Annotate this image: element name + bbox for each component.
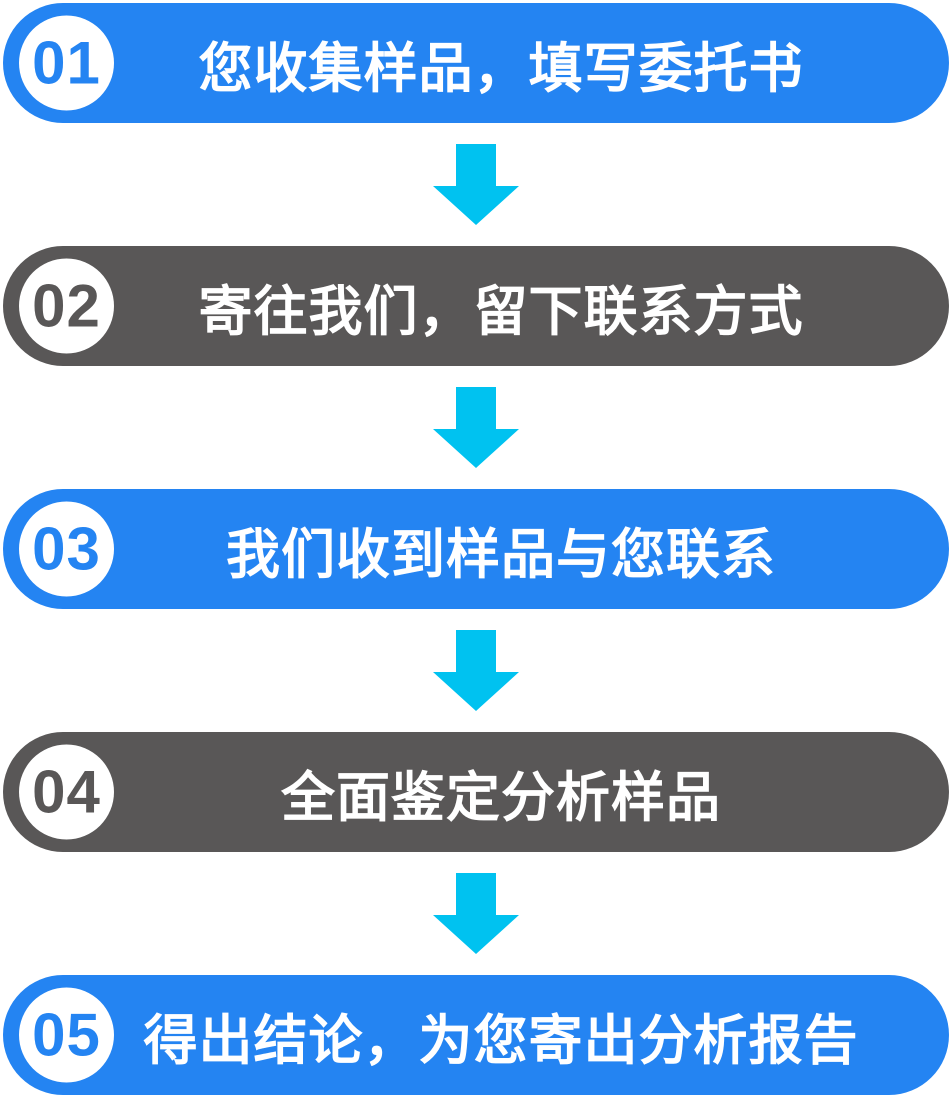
step-number: 03 <box>32 515 101 583</box>
arrow-gap <box>0 366 952 489</box>
step-number-badge: 03 <box>19 501 114 597</box>
step-label: 得出结论，为您寄出分析报告 <box>143 1010 859 1071</box>
step-number: 01 <box>32 29 101 97</box>
arrow-gap <box>0 123 952 246</box>
step-pill-2: 02 寄往我们，留下联系方式 <box>3 246 949 366</box>
step-number: 05 <box>32 1001 101 1069</box>
step-number: 04 <box>32 758 101 826</box>
step-label: 您收集样品，填写委托书 <box>198 38 804 99</box>
down-arrow-icon <box>433 873 519 954</box>
arrow-gap <box>0 609 952 732</box>
down-arrow-icon <box>433 144 519 225</box>
step-number-badge: 04 <box>19 744 114 840</box>
down-arrow-icon <box>433 387 519 468</box>
step-pill-3: 03 我们收到样品与您联系 <box>3 489 949 609</box>
step-label: 我们收到样品与您联系 <box>226 524 776 585</box>
step-pill-4: 04 全面鉴定分析样品 <box>3 732 949 852</box>
step-pill-5: 05 得出结论，为您寄出分析报告 <box>3 975 949 1095</box>
step-number-badge: 02 <box>19 258 114 354</box>
step-pill-1: 01 您收集样品，填写委托书 <box>3 3 949 123</box>
step-label: 全面鉴定分析样品 <box>281 767 721 828</box>
down-arrow-icon <box>433 630 519 711</box>
arrow-gap <box>0 852 952 975</box>
step-number-badge: 05 <box>19 987 114 1083</box>
step-number: 02 <box>32 272 101 340</box>
step-number-badge: 01 <box>19 15 114 111</box>
step-label: 寄往我们，留下联系方式 <box>198 281 804 342</box>
